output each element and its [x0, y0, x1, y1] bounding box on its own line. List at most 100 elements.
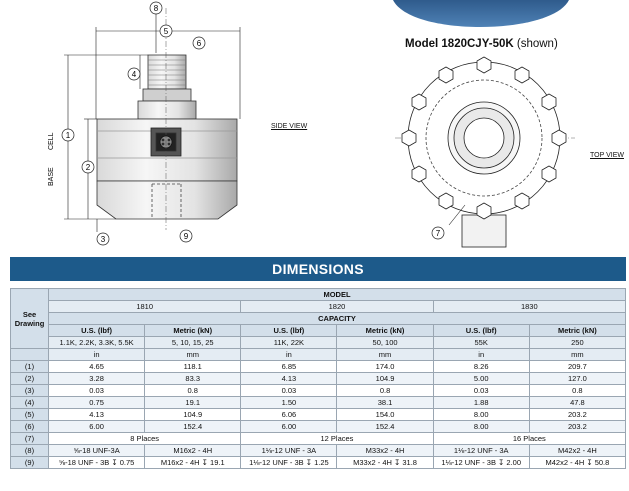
- table-cell: 0.03: [240, 384, 338, 397]
- table-cell: 6.00: [47, 420, 146, 433]
- svg-text:2: 2: [86, 163, 91, 172]
- table-cell: 16 Places: [432, 432, 627, 445]
- table-cell: 209.7: [528, 360, 627, 373]
- model-1820: 1820: [240, 300, 434, 313]
- unit-header: U.S. (lbf): [240, 324, 338, 337]
- table-cell: 8.26: [432, 360, 530, 373]
- table-cell: 1.88: [432, 396, 530, 409]
- dim-unit: mm: [144, 348, 242, 361]
- model-1810: 1810: [47, 300, 242, 313]
- unit-row-label: [10, 348, 49, 361]
- callout-3: 3: [96, 232, 110, 246]
- capacity-cell: 55K: [432, 336, 530, 349]
- row-label: (6): [10, 420, 49, 433]
- unit-header: Metric (kN): [336, 324, 434, 337]
- capacity-cell: 50, 100: [336, 336, 434, 349]
- table-cell: M42x2 - 4H ↧ 50.8: [528, 456, 627, 469]
- table-cell: M33x2 - 4H ↧ 31.8: [336, 456, 434, 469]
- svg-text:4: 4: [132, 70, 137, 79]
- callout-2: 2: [81, 160, 95, 174]
- see-drawing-header: See Drawing: [10, 288, 49, 349]
- svg-text:5: 5: [164, 27, 169, 36]
- table-row: (2) 3.28 83.3 4.13 104.9 5.00 127.0: [10, 372, 627, 385]
- table-cell: 0.8: [336, 384, 434, 397]
- table-cell: 104.9: [144, 408, 242, 421]
- model-caption-suffix: (shown): [516, 38, 558, 50]
- callout-5: 5: [159, 24, 173, 38]
- table-cell: 6.00: [240, 420, 338, 433]
- table-cell: 4.65: [47, 360, 146, 373]
- table-cell: 6.85: [240, 360, 338, 373]
- capacity-cell: 250: [528, 336, 627, 349]
- table-cell: 1⅛-12 UNF - 3B ↧ 2.00: [432, 456, 530, 469]
- callouts: 8 5 6 4 1 2 3 9 7: [61, 1, 445, 246]
- table-cell: 1.50: [240, 396, 338, 409]
- table-cell: 154.0: [336, 408, 434, 421]
- table-cell: 5.00: [432, 372, 530, 385]
- model-caption-name: Model 1820CJY-50K: [405, 38, 514, 50]
- row-label: (2): [10, 372, 49, 385]
- table-cell: 12 Places: [240, 432, 434, 445]
- table-row: (9) ⅝-18 UNF - 3B ↧ 0.75 M16x2 - 4H ↧ 19…: [10, 456, 627, 469]
- capacity-cell: 5, 10, 15, 25: [144, 336, 242, 349]
- table-row: (1) 4.65 118.1 6.85 174.0 8.26 209.7: [10, 360, 627, 373]
- table-cell: 6.06: [240, 408, 338, 421]
- base-label: BASE: [48, 167, 55, 186]
- table-cell: 4.13: [240, 372, 338, 385]
- table-row: (8) ⅝-18 UNF-3A M16x2 - 4H 1⅛-12 UNF - 3…: [10, 444, 627, 457]
- table-cell: 0.03: [47, 384, 146, 397]
- table-cell: M16x2 - 4H ↧ 19.1: [144, 456, 242, 469]
- table-cell: 152.4: [144, 420, 242, 433]
- table-cell: 8.00: [432, 408, 530, 421]
- cell-label: CELL: [48, 132, 55, 150]
- table-cell: 47.8: [528, 396, 627, 409]
- svg-text:1: 1: [66, 131, 71, 140]
- svg-text:3: 3: [101, 235, 106, 244]
- svg-text:6: 6: [197, 39, 202, 48]
- table-cell: M42x2 - 4H: [528, 444, 627, 457]
- dim-unit: in: [47, 348, 146, 361]
- svg-text:9: 9: [184, 232, 189, 241]
- table-cell: 127.0: [528, 372, 627, 385]
- table-cell: 4.13: [47, 408, 146, 421]
- side-view-label: SIDE VIEW: [271, 123, 308, 130]
- table-cell: 104.9: [336, 372, 434, 385]
- row-label: (4): [10, 396, 49, 409]
- table-row: (5) 4.13 104.9 6.06 154.0 8.00 203.2: [10, 408, 627, 421]
- capacity-cell: 11K, 22K: [240, 336, 338, 349]
- table-cell: 203.2: [528, 408, 627, 421]
- unit-header: Metric (kN): [528, 324, 627, 337]
- table-cell: 1⅛-12 UNF - 3B ↧ 1.25: [240, 456, 338, 469]
- technical-drawing: 8 5 6 4 1 2 3 9 7 CELL BASE: [48, 0, 575, 248]
- dim-unit: in: [432, 348, 530, 361]
- dimensions-table: See Drawing MODEL 1810 1820 1830 CAPACIT…: [10, 288, 627, 469]
- svg-text:7: 7: [436, 229, 441, 238]
- callout-7: 7: [431, 226, 445, 240]
- model-header: MODEL: [48, 288, 626, 301]
- table-cell: ⅝-18 UNF - 3B ↧ 0.75: [47, 456, 146, 469]
- callout-8: 8: [149, 1, 163, 15]
- table-cell: 38.1: [336, 396, 434, 409]
- table-cell: 8.00: [432, 420, 530, 433]
- dim-unit: in: [240, 348, 338, 361]
- callout-9: 9: [179, 229, 193, 243]
- unit-header: Metric (kN): [144, 324, 242, 337]
- capacity-header: CAPACITY: [48, 312, 626, 325]
- unit-header: U.S. (lbf): [47, 324, 146, 337]
- callout-6: 6: [192, 36, 206, 50]
- model-1830: 1830: [432, 300, 627, 313]
- table-row: (4) 0.75 19.1 1.50 38.1 1.88 47.8: [10, 396, 627, 409]
- row-label: (3): [10, 384, 49, 397]
- table-cell: 174.0: [336, 360, 434, 373]
- top-view-label: TOP VIEW: [590, 152, 624, 159]
- table-cell: 0.75: [47, 396, 146, 409]
- capacity-cell: 1.1K, 2.2K, 3.3K, 5.5K: [47, 336, 146, 349]
- table-cell: 19.1: [144, 396, 242, 409]
- row-label: (7): [10, 432, 49, 445]
- unit-header: U.S. (lbf): [432, 324, 530, 337]
- row-label: (8): [10, 444, 49, 457]
- table-cell: 8 Places: [47, 432, 242, 445]
- table-cell: 203.2: [528, 420, 627, 433]
- row-label: (5): [10, 408, 49, 421]
- table-cell: 0.8: [528, 384, 627, 397]
